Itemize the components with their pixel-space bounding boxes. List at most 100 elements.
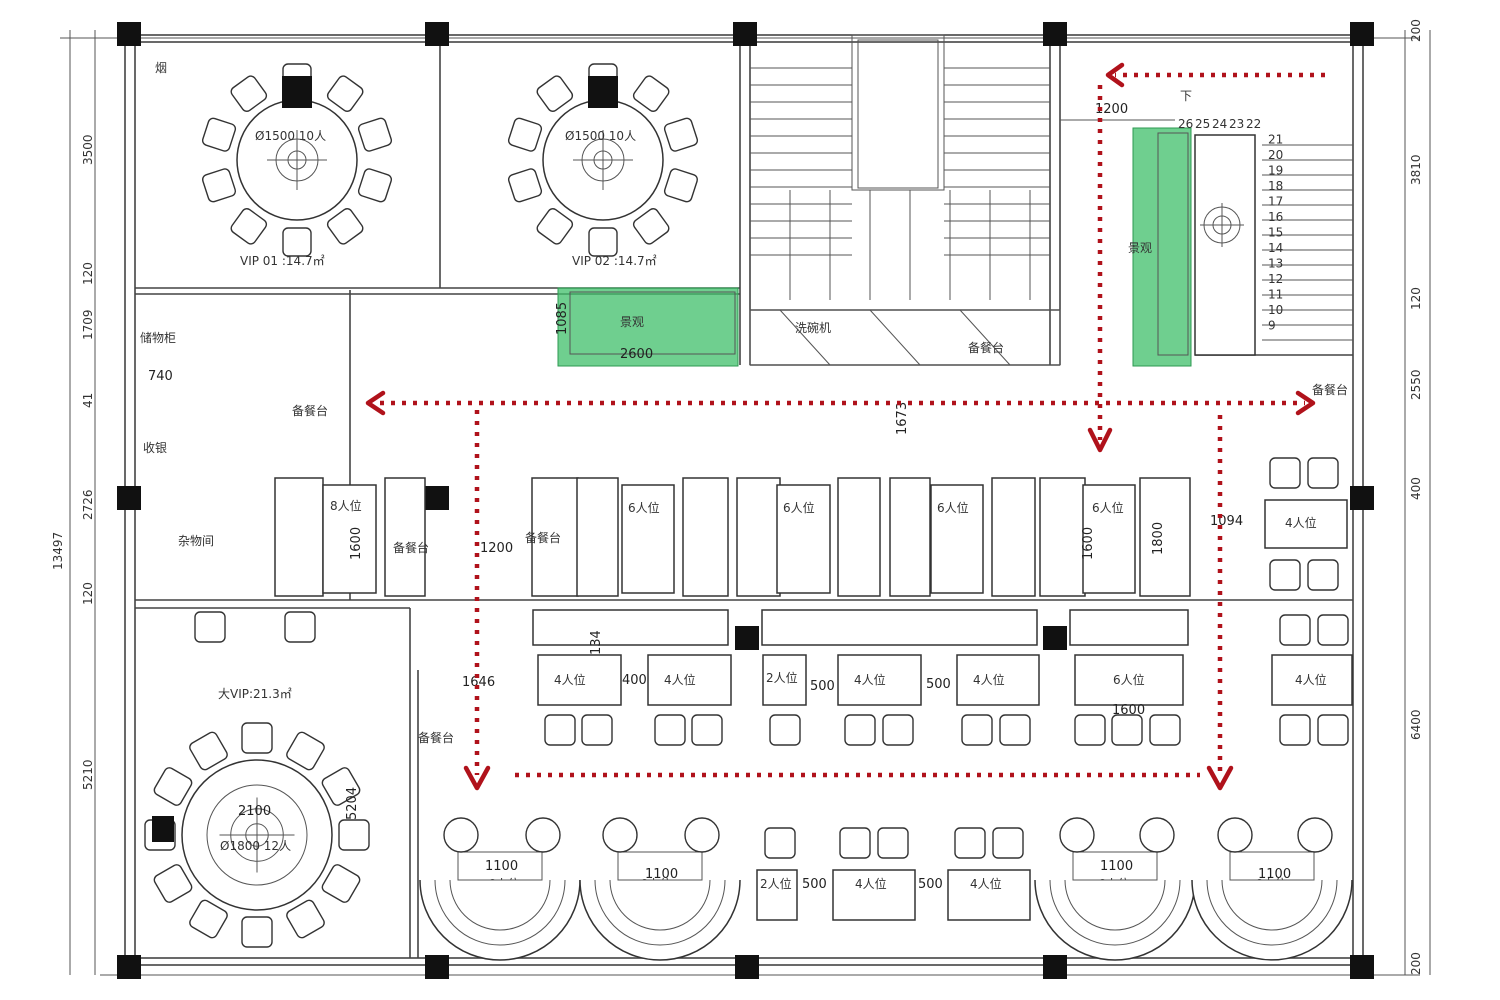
right-dimension: 6400 [1409, 709, 1423, 740]
dim-134: 134 [589, 630, 604, 655]
chair [764, 827, 796, 859]
left-dimension: 3500 [81, 134, 95, 165]
chair [241, 722, 273, 754]
dim-1085: 1085 [555, 302, 570, 335]
dim-1673: 1673 [895, 402, 910, 435]
left-dimension: 120 [81, 262, 95, 285]
service-label-5: 备餐台 [1312, 382, 1348, 397]
chair [684, 817, 720, 853]
chair [321, 767, 361, 806]
bench [889, 477, 931, 597]
chair [1139, 817, 1175, 853]
chair [443, 817, 479, 853]
chair [588, 227, 618, 257]
dim-1100-b: 1100 [645, 867, 678, 882]
right-dimension: 120 [1409, 287, 1423, 310]
table [1264, 499, 1348, 549]
bench [682, 477, 729, 597]
round-table [507, 63, 699, 257]
chair [1269, 559, 1301, 591]
chair [581, 714, 613, 746]
dim-500-d: 500 [918, 877, 943, 892]
chair [230, 208, 268, 245]
smoke-label: 烟 [155, 61, 167, 75]
table [647, 654, 732, 706]
cashier-label: 收银 [143, 441, 167, 455]
table [1271, 654, 1353, 706]
chair [326, 208, 364, 245]
chair [284, 611, 316, 643]
landscape-area-center [557, 287, 739, 367]
landscape-area-right [1132, 127, 1192, 367]
chair [839, 827, 871, 859]
booth-table [322, 484, 377, 594]
dim-1600-booth-b: 1600 [1081, 527, 1096, 560]
chair [241, 916, 273, 948]
chair [321, 864, 361, 903]
table [956, 654, 1040, 706]
table [1074, 654, 1184, 706]
seat-label: 6人位 [1092, 500, 1124, 515]
stair-step-number: 26 [1178, 117, 1193, 131]
chair [153, 767, 193, 806]
stairs-down-label: 下 [1180, 89, 1192, 103]
dim-740: 740 [148, 369, 173, 384]
dishwasher-label: 洗碗机 [795, 320, 831, 335]
seat-label: 8人位 [330, 498, 362, 513]
stair-step-number: 14 [1268, 241, 1283, 255]
bench [1039, 477, 1086, 597]
bench [576, 477, 619, 597]
dim-1200-top: 1200 [1095, 102, 1128, 117]
left-dimension: 120 [81, 582, 95, 605]
chair [882, 714, 914, 746]
table [947, 869, 1031, 921]
left-dimension: 2726 [81, 489, 95, 520]
chair [1307, 457, 1339, 489]
chair [153, 864, 193, 903]
seat-label: 4人位 [1295, 672, 1327, 687]
seat-label: 4人位 [854, 672, 886, 687]
right-dimension: 3810 [1409, 154, 1423, 185]
service-label-4: 备餐台 [968, 340, 1004, 355]
dim-1200-mid: 1200 [480, 541, 513, 556]
chair [992, 827, 1024, 859]
seat-label: 4人位 [855, 876, 887, 891]
chair [201, 117, 237, 152]
chair [602, 817, 638, 853]
dim-500-c: 500 [802, 877, 827, 892]
chair [663, 117, 699, 152]
columns [117, 22, 1374, 979]
chair [507, 117, 543, 152]
right-dimension: 400 [1409, 477, 1423, 500]
stair-step-number: 11 [1268, 288, 1283, 302]
dim-1100-c: 1100 [1100, 859, 1133, 874]
dim-1800: 1800 [1151, 522, 1166, 555]
circulation-arrows [365, 62, 1325, 791]
stair-step-number: 25 [1195, 117, 1210, 131]
chair [691, 714, 723, 746]
chair [286, 899, 325, 939]
stair-step-number: 17 [1268, 195, 1283, 209]
dim-1646: 1646 [462, 675, 495, 690]
chair [189, 731, 228, 771]
vip02-label: VIP 02 :14.7㎡ [572, 254, 657, 268]
booth-table [776, 484, 831, 594]
chair [282, 227, 312, 257]
chair [1111, 714, 1143, 746]
curved-bench [579, 879, 741, 961]
chair [1217, 817, 1253, 853]
dim-1100-d: 1100 [1258, 867, 1291, 882]
dim-2100: 2100 [238, 804, 271, 819]
dim-2600: 2600 [620, 347, 653, 362]
chair [357, 168, 393, 203]
chair [1279, 614, 1311, 646]
booth-table [930, 484, 984, 594]
stair-step-number: 12 [1268, 272, 1283, 286]
stair-step-number: 22 [1246, 117, 1261, 131]
seat-label: 6人位 [628, 500, 660, 515]
chair [1279, 714, 1311, 746]
table [762, 654, 807, 706]
bench [1139, 477, 1191, 597]
dim-500-a: 500 [810, 679, 835, 694]
